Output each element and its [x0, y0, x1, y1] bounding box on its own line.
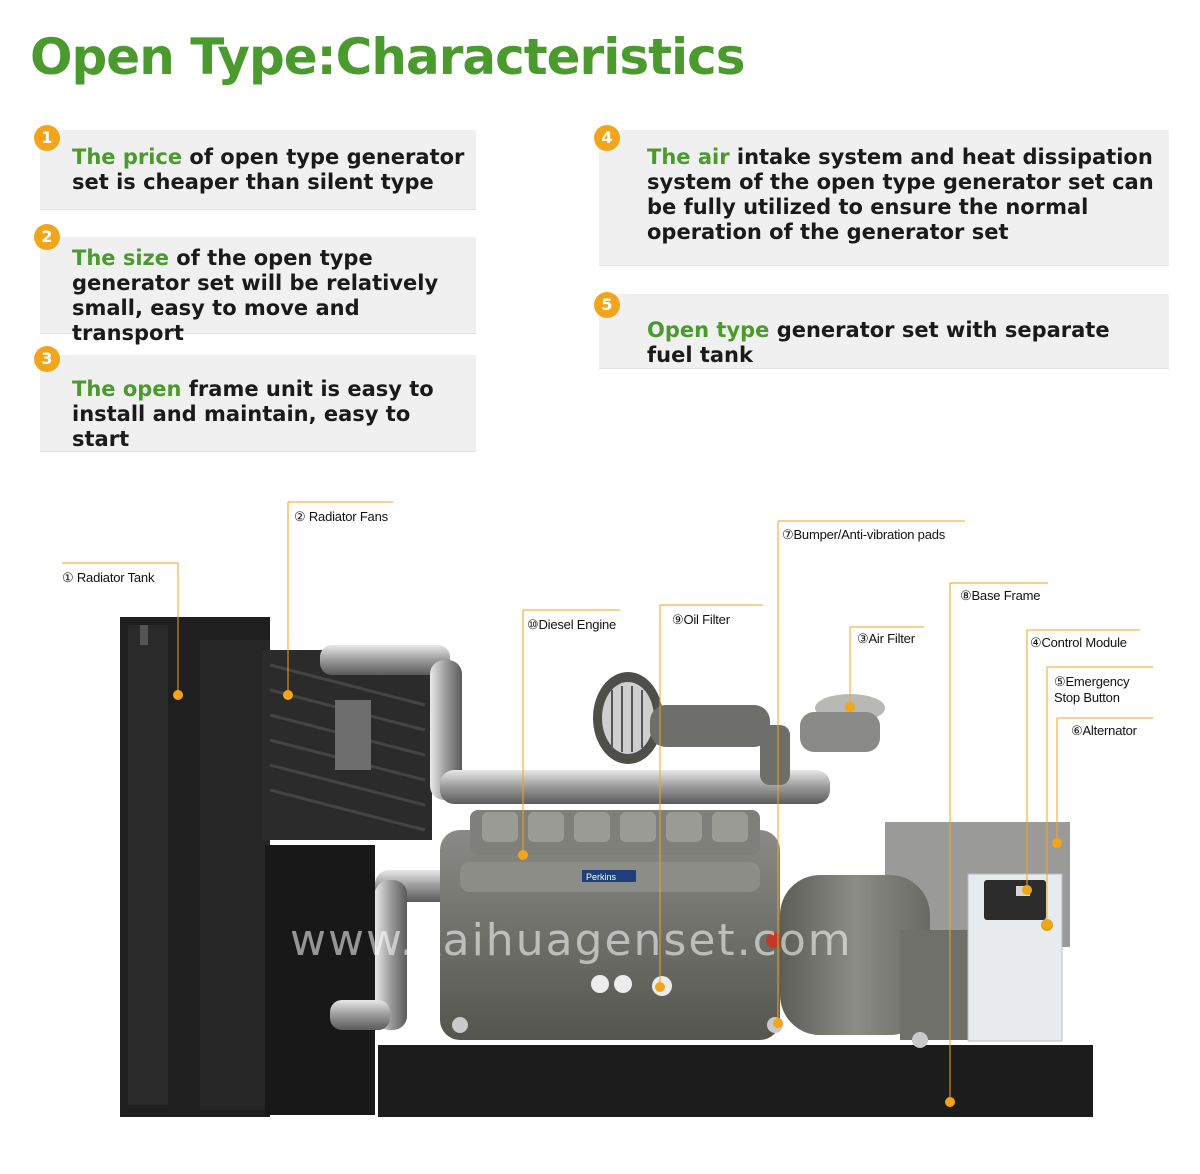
- feature-body: generator set with separate fuel tank: [647, 318, 1110, 367]
- label-radiator-tank: ① Radiator Tank: [62, 570, 155, 585]
- label-emergency-stop: ⑤Emergency Stop Button: [1054, 674, 1130, 705]
- feature-number-badge: 2: [34, 224, 60, 250]
- radiator-fan-grille: [262, 650, 432, 840]
- feature-highlight: The open: [72, 377, 182, 401]
- feature-text: The size of the open type generator set …: [72, 246, 468, 346]
- feature-body: of the open type generator set will be r…: [72, 246, 439, 345]
- radiator-tank: [120, 617, 375, 1117]
- feature-text: Open type generator set with separate fu…: [647, 318, 1161, 368]
- feature-card-4: The air intake system and heat dissipati…: [599, 130, 1169, 266]
- feature-body: frame unit is easy to install and mainta…: [72, 377, 434, 451]
- feature-text: The price of open type generator set is …: [72, 145, 468, 195]
- label-diesel-engine: ⑩Diesel Engine: [527, 617, 617, 632]
- air-filter-assembly: [593, 672, 885, 785]
- generator-set-image: Perkins: [62, 501, 1153, 1117]
- feature-number-badge: 1: [34, 125, 60, 151]
- watermark: www.kaihuagenset.com: [290, 915, 853, 966]
- callout-leader-lines: [62, 501, 1153, 1102]
- feature-body: of open type generator set is cheaper th…: [72, 145, 465, 194]
- feature-card-5: Open type generator set with separate fu…: [599, 294, 1169, 369]
- label-air-filter: ③Air Filter: [857, 631, 915, 646]
- feature-text: The air intake system and heat dissipati…: [647, 145, 1161, 245]
- feature-card-3: The open frame unit is easy to install a…: [40, 355, 476, 452]
- label-bumper: ⑦Bumper/Anti-vibration pads: [782, 527, 946, 542]
- feature-card-2: The size of the open type generator set …: [40, 237, 476, 345]
- label-alternator: ⑥Alternator: [1071, 723, 1137, 738]
- label-oil-filter: ⑨Oil Filter: [672, 612, 730, 627]
- feature-highlight: Open type: [647, 318, 770, 342]
- feature-body: intake system and heat dissipation syste…: [647, 145, 1154, 244]
- feature-number-badge: 5: [594, 292, 620, 318]
- label-radiator-fans: ② Radiator Fans: [294, 509, 388, 524]
- feature-highlight: The air: [647, 145, 730, 169]
- diesel-engine: Perkins: [440, 810, 782, 1040]
- feature-highlight: The size: [72, 246, 169, 270]
- label-control-module: ④Control Module: [1030, 635, 1127, 650]
- feature-number-badge: 3: [34, 346, 60, 372]
- label-base-frame: ⑧Base Frame: [960, 588, 1041, 603]
- base-frame: [378, 1045, 1093, 1117]
- feature-number-badge: 4: [594, 125, 620, 151]
- feature-card-1: The price of open type generator set is …: [40, 130, 476, 210]
- control-module-cabinet: [967, 873, 1063, 1042]
- page-title: Open Type:Characteristics: [30, 28, 746, 86]
- engine-brand-label: Perkins: [586, 872, 617, 882]
- feature-text: The open frame unit is easy to install a…: [72, 377, 468, 452]
- callout-endpoints: [173, 690, 1062, 1107]
- feature-highlight: The price: [72, 145, 183, 169]
